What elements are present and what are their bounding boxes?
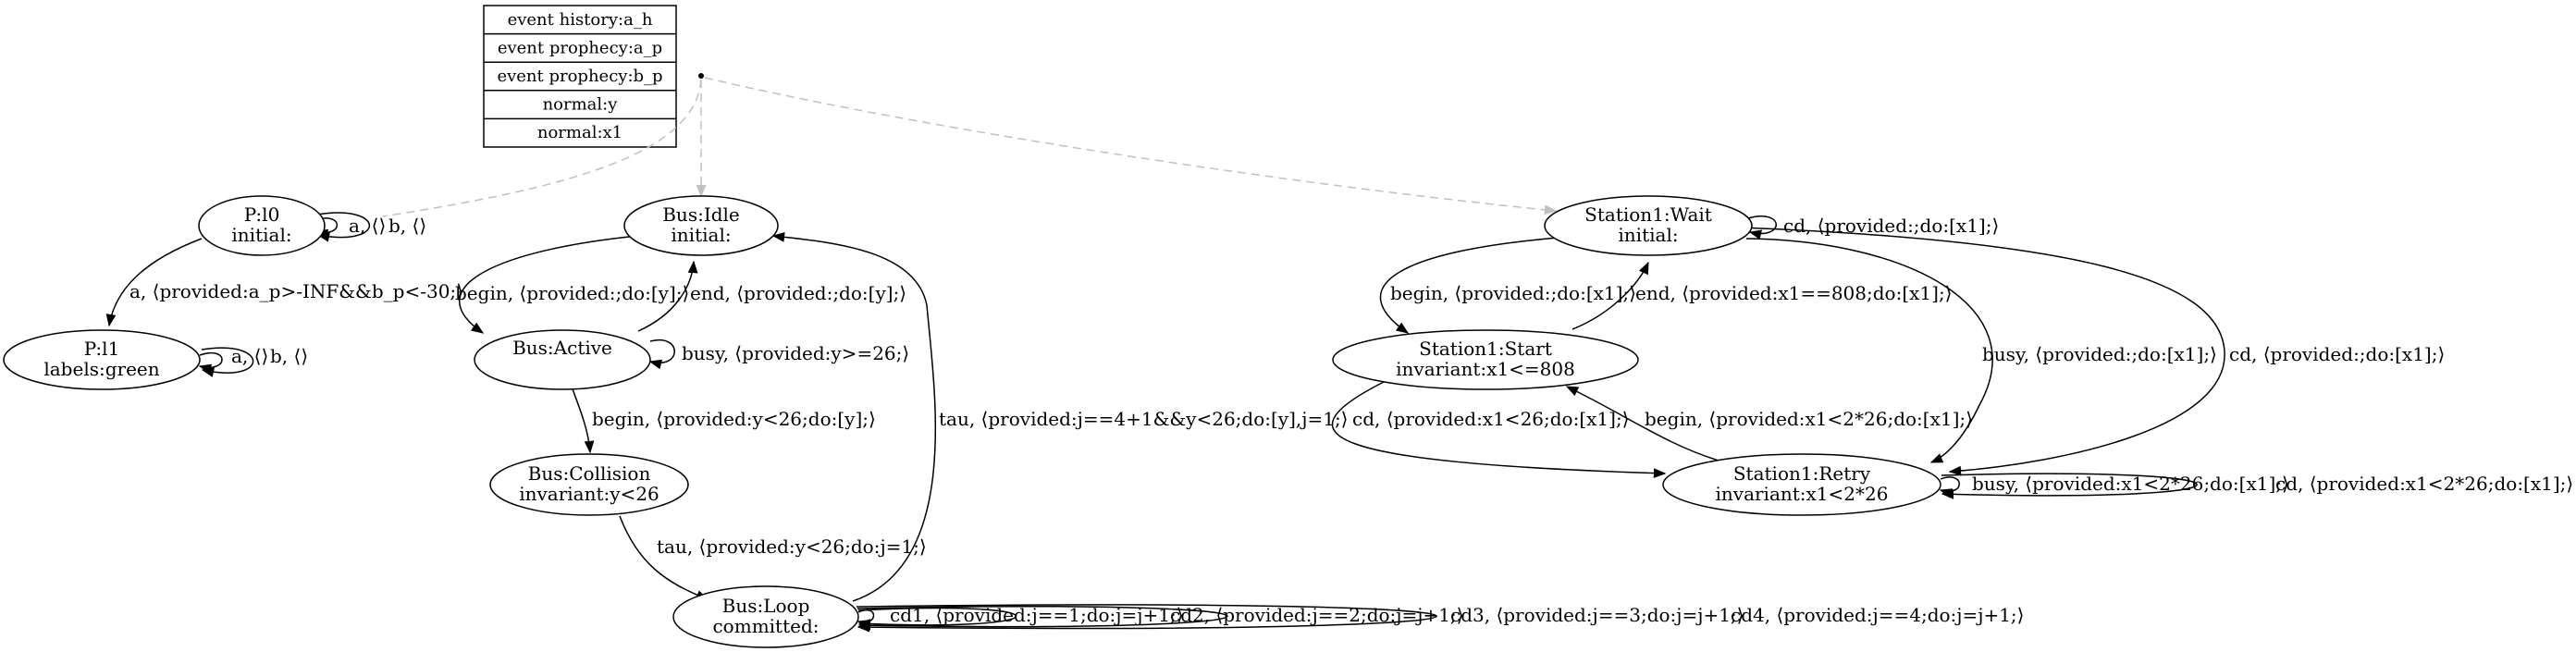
- edge-label: begin, ⟨provided:y<26;do:[y];⟩: [592, 408, 876, 430]
- edge-label: begin, ⟨provided:;do:[x1];⟩: [1390, 282, 1636, 304]
- state-property: invariant:x1<2*26: [1716, 483, 1889, 505]
- variable-legend: event history:a_h event prophecy:a_p eve…: [483, 5, 677, 148]
- state-station-wait: Station1:Wait initial:: [1544, 195, 1753, 256]
- state-station-retry: Station1:Retry invariant:x1<2*26: [1662, 453, 1941, 516]
- init-arrow-p: [382, 79, 702, 217]
- state-name: P:l1: [84, 338, 120, 360]
- state-p-l1: P:l1 labels:green: [3, 329, 201, 390]
- edge-label: cd, ⟨provided:;do:[x1];⟩: [2229, 343, 2445, 365]
- state-property: invariant:x1<=808: [1396, 358, 1575, 380]
- edge-active-self: [648, 338, 675, 370]
- state-bus-active: Bus:Active: [474, 329, 651, 390]
- state-name: P:l0: [244, 203, 280, 226]
- edge-label: cd, ⟨provided:x1<2*26;do:[x1];⟩: [2275, 473, 2573, 495]
- edge-p-l0-to-l1: [105, 238, 203, 327]
- state-p-l0: P:l0 initial:: [198, 195, 326, 256]
- edge-label: cd1, ⟨provided:j==1;do:j=j+1;⟩: [890, 604, 1183, 626]
- edge-wait-self: [1747, 215, 1777, 240]
- edge-label: end, ⟨provided:;do:[y];⟩: [690, 282, 906, 304]
- edge-label: busy, ⟨provided:x1<2*26;do:[x1];⟩: [1972, 473, 2289, 495]
- edge-active-to-collision: [571, 386, 595, 454]
- state-property: initial:: [671, 224, 731, 246]
- state-property: labels:green: [43, 358, 159, 380]
- edge-loop-to-idle: [771, 231, 937, 602]
- edge-retry-self-busy: [1939, 476, 1960, 498]
- state-name: Station1:Wait: [1584, 203, 1712, 226]
- legend-row: event history:a_h: [508, 10, 653, 30]
- edge-p-l1-self-b: [201, 347, 254, 377]
- edge-label: cd3, ⟨provided:j==3;do:j=j+1;⟩: [1450, 604, 1744, 626]
- edge-wait-to-start: [1379, 236, 1571, 334]
- edge-start-to-retry: [1331, 378, 1667, 479]
- state-name: Bus:Idle: [662, 203, 740, 226]
- edge-label: cd, ⟨provided:x1<26;do:[x1];⟩: [1352, 408, 1629, 430]
- edge-label: b, ⟨⟩: [270, 345, 308, 367]
- state-property: initial:: [1618, 224, 1678, 246]
- state-name: Bus:Active: [512, 337, 612, 359]
- initial-point: [698, 73, 704, 79]
- edge-label: a, ⟨⟩: [231, 345, 268, 367]
- edge-label: b, ⟨⟩: [388, 215, 426, 237]
- edge-collision-to-loop: [619, 515, 709, 600]
- edge-label: busy, ⟨provided:y>=26;⟩: [682, 342, 909, 364]
- edge-label: cd4, ⟨provided:j==4;do:j=j+1;⟩: [1731, 604, 2024, 626]
- edge-label: tau, ⟨provided:y<26;do:j=1;⟩: [657, 535, 927, 558]
- edge-loop-cd2: [857, 607, 1017, 629]
- edge-active-to-idle: [637, 260, 698, 332]
- edge-label: a, ⟨provided:a_p>-INF&&b_p<-30;⟩: [129, 280, 463, 302]
- edge-retry-self-cd: [1941, 473, 2198, 499]
- edge-idle-to-active: [459, 235, 639, 334]
- legend-row: event prophecy:a_p: [498, 39, 662, 58]
- state-property: initial:: [231, 224, 291, 246]
- state-name: Station1:Start: [1419, 338, 1552, 360]
- legend-row: event prophecy:b_p: [497, 67, 662, 86]
- edge-p-l1-self-a: [198, 352, 223, 375]
- edge-label: tau, ⟨provided:j==4+1&&y<26;do:[y],j=1;⟩: [939, 408, 1348, 430]
- state-bus-loop: Bus:Loop committed:: [672, 585, 859, 648]
- edge-label: cd2, ⟨provided:j==2;do:j=j+1;⟩: [1170, 604, 1463, 626]
- edge-loop-cd3: [857, 606, 1228, 631]
- edge-label: cd, ⟨provided:;do:[x1];⟩: [1783, 215, 1999, 237]
- edge-wait-to-retry-busy: [1745, 238, 1993, 463]
- state-name: Bus:Collision: [528, 462, 651, 485]
- edge-label: begin, ⟨provided:;do:[y];⟩: [455, 282, 689, 304]
- edge-label: begin, ⟨provided:x1<2*26;do:[x1];⟩: [1645, 408, 1973, 430]
- edge-loop-cd1: [857, 609, 875, 630]
- edge-retry-to-start: [1565, 386, 1719, 461]
- state-bus-collision: Bus:Collision invariant:y<26: [489, 453, 689, 516]
- legend-row: normal:y: [543, 95, 619, 115]
- state-bus-idle: Bus:Idle initial:: [623, 195, 779, 256]
- state-name: Bus:Loop: [722, 595, 810, 617]
- edge-label: a, ⟨⟩: [349, 215, 386, 237]
- edge-label: end, ⟨provided:x1==808;do:[x1];⟩: [1635, 282, 1952, 304]
- init-arrow-station: [704, 77, 1558, 215]
- edge-wait-to-retry-cd: [1738, 227, 2225, 476]
- state-property: invariant:y<26: [519, 483, 659, 505]
- edge-loop-cd4: [856, 604, 1437, 633]
- edge-start-to-wait: [1571, 261, 1649, 330]
- edge-label: busy, ⟨provided:;do:[x1];⟩: [1982, 343, 2217, 365]
- state-name: Station1:Retry: [1733, 462, 1871, 485]
- state-station-start: Station1:Start invariant:x1<=808: [1332, 329, 1639, 390]
- legend-row: normal:x1: [537, 123, 622, 142]
- edge-p-l0-self-b: [316, 212, 370, 242]
- state-property: committed:: [712, 615, 819, 637]
